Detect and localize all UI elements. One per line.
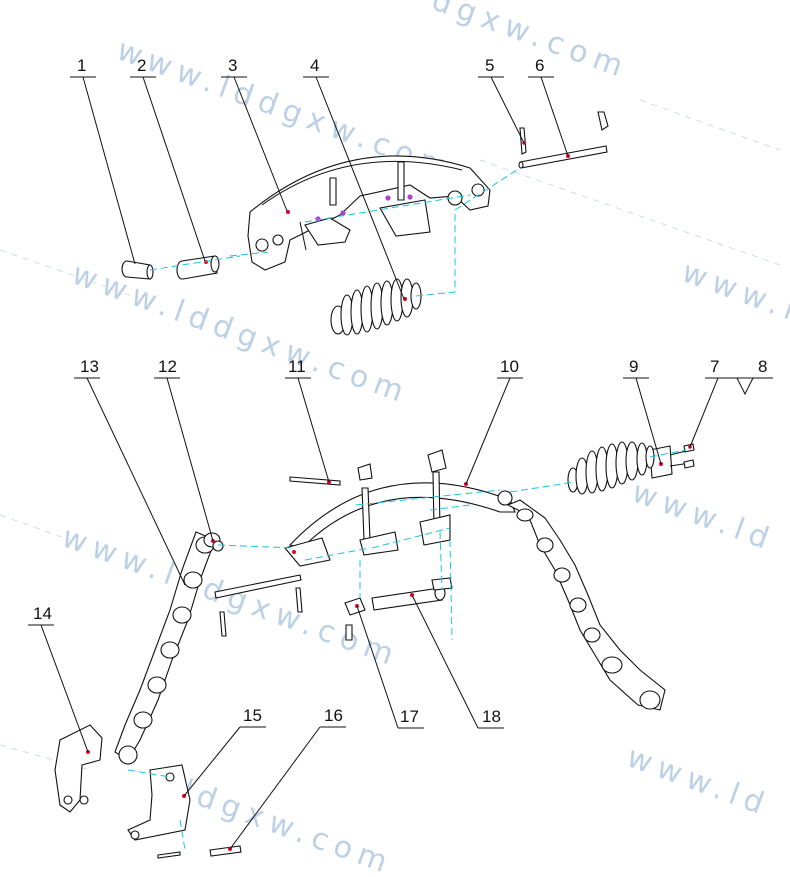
assembly-path	[359, 531, 453, 641]
left-long-pin	[214, 574, 303, 637]
lower-assembly	[54, 441, 695, 859]
watermark-text: www.ldd	[677, 255, 790, 348]
part-10-arc-frame	[284, 449, 516, 567]
right-chain	[506, 499, 666, 711]
callout-label-7: 7	[710, 357, 719, 376]
upper-assembly	[121, 111, 609, 336]
callout-label-12: 12	[158, 357, 177, 376]
assembly-path	[217, 527, 451, 561]
assembly-path	[127, 769, 186, 851]
part-6-long-pin	[518, 145, 608, 169]
callout-label-8: 8	[758, 357, 767, 376]
watermark-text: www.lddgxw.com	[67, 257, 414, 412]
callout-label-15: 15	[243, 706, 262, 725]
part-7-8-bolts	[683, 443, 695, 469]
callout-label-9: 9	[629, 357, 638, 376]
callout-label-18: 18	[482, 707, 501, 726]
assembly-path	[415, 167, 521, 297]
assembly-path	[149, 251, 269, 271]
part-4-roller	[330, 278, 422, 336]
assembly-path	[509, 449, 687, 493]
assembly-path	[304, 194, 471, 223]
callout-label-14: 14	[33, 604, 52, 623]
callout-label-10: 10	[500, 357, 519, 376]
part-14-bracket	[54, 724, 103, 813]
callout-label-3: 3	[228, 56, 237, 75]
watermark-text: www.lddgxw.com	[57, 520, 404, 675]
watermark-text: www.ld	[622, 740, 775, 824]
callout-label-2: 2	[137, 56, 146, 75]
callout-label-5: 5	[485, 56, 494, 75]
callout-label-17: 17	[400, 707, 419, 726]
part-18-cylinder	[371, 577, 453, 611]
watermark-text: www.ld	[627, 475, 780, 559]
watermark-text: dgxw.com	[427, 0, 634, 86]
callout-label-13: 13	[80, 357, 99, 376]
right-roller	[567, 441, 655, 495]
assembly-path	[355, 489, 501, 511]
part-13-left-chain	[114, 531, 216, 765]
part-16-pin	[157, 845, 242, 859]
part-3-arc-frame	[247, 155, 491, 271]
part-17-fitting	[344, 597, 366, 641]
callout-label-4: 4	[310, 56, 319, 75]
callout-layer: 1 2 3 4 5 6 13 12 11 10	[28, 56, 773, 850]
callout-label-6: 6	[535, 56, 544, 75]
part-12-shackle	[203, 532, 224, 552]
part-1-bushing	[121, 260, 154, 280]
watermark-text: ddgxw.com	[167, 770, 398, 877]
part-15-clevis	[127, 764, 191, 841]
part-2-sleeve	[176, 255, 220, 280]
part-11-pin	[289, 476, 341, 486]
callout-label-1: 1	[77, 56, 86, 75]
callout-label-16: 16	[324, 706, 343, 725]
callout-label-11: 11	[288, 357, 306, 376]
